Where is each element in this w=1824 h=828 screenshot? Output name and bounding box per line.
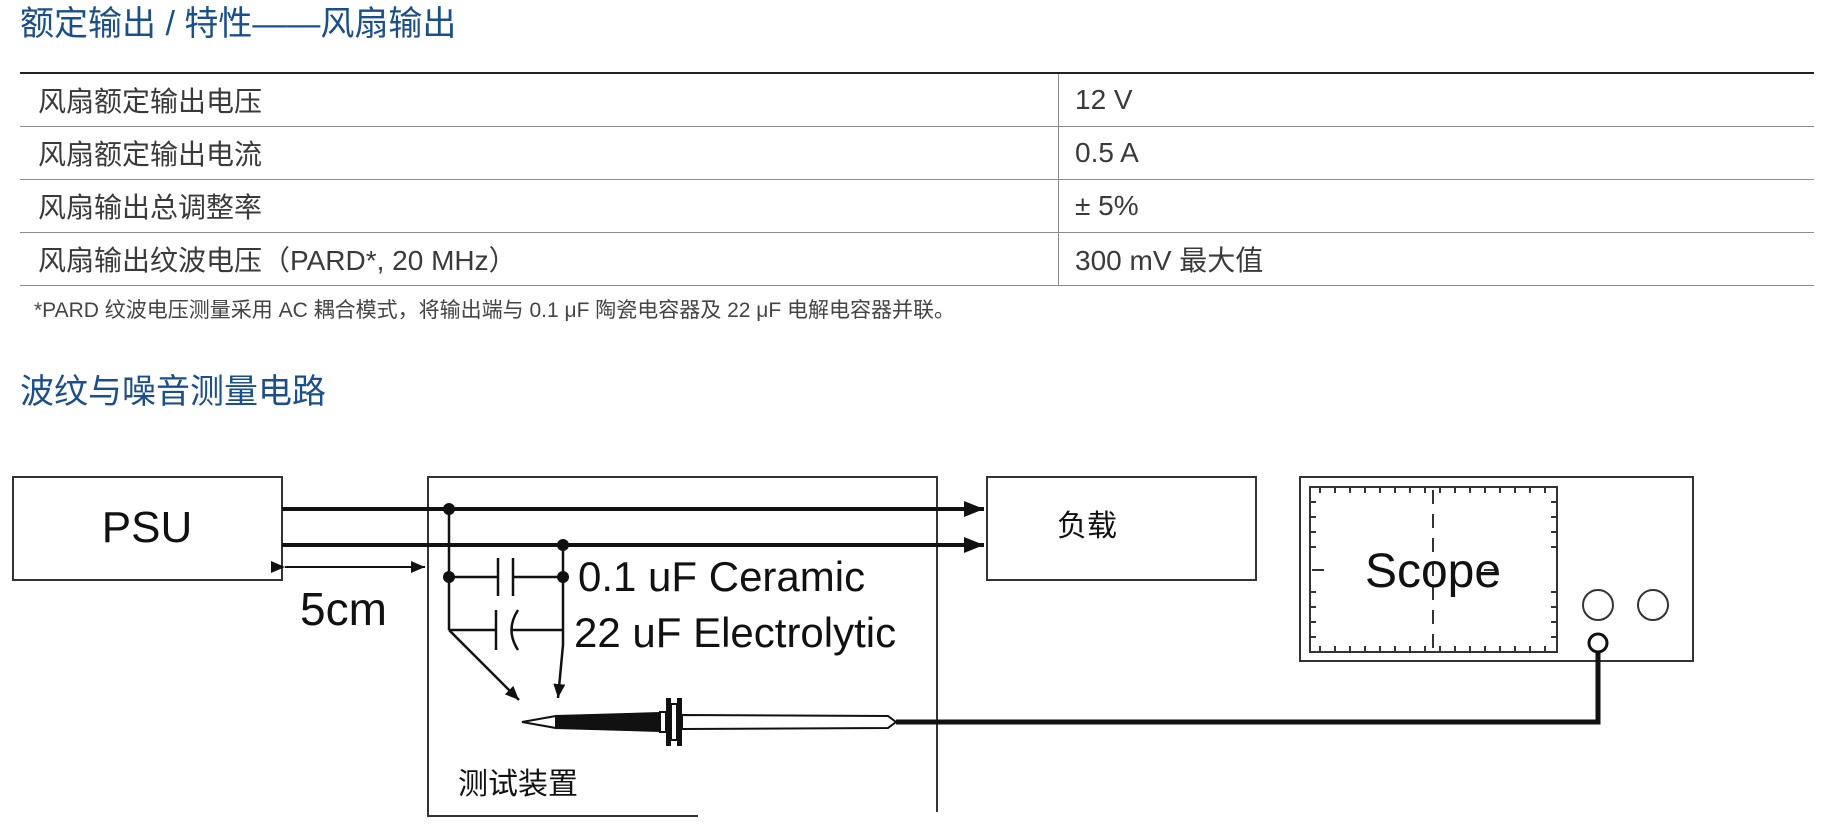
table-row: 风扇输出总调整率 ± 5% (20, 179, 1814, 233)
test-fixture-block: 测试装置 (427, 476, 938, 817)
ceramic-capacitor-label: 0.1 uF Ceramic (578, 553, 865, 600)
distance-label: 5cm (300, 583, 387, 635)
spec-label: 风扇额定输出电压 (20, 72, 1059, 127)
power-lines (282, 501, 984, 553)
spec-label: 风扇额定输出电流 (20, 126, 1059, 180)
spec-value: 0.5 A (1058, 126, 1814, 180)
scope-input-jack (1582, 589, 1614, 621)
psu-block: PSU (12, 476, 283, 581)
table-row: 风扇额定输出电压 12 V (20, 72, 1814, 127)
scope-input-jack (1637, 589, 1669, 621)
spec-value: ± 5% (1058, 179, 1814, 233)
section-title-output-specs: 额定输出 / 特性——风扇输出 (20, 5, 457, 43)
load-block: 负载 (986, 476, 1257, 581)
footnote: *PARD 纹波电压测量采用 AC 耦合模式，将输出端与 0.1 μF 陶瓷电容… (34, 299, 956, 322)
spec-label: 风扇输出纹波电压（PARD*, 20 MHz） (20, 232, 1059, 286)
spec-value: 300 mV 最大值 (1058, 232, 1814, 286)
spec-label: 风扇输出总调整率 (20, 179, 1059, 233)
capacitor-network (447, 509, 566, 701)
spec-table: 风扇额定输出电压 12 V 风扇额定输出电流 0.5 A 风扇输出总调整率 ± … (20, 72, 1814, 286)
probe-connector (1587, 632, 1609, 654)
scope-block: Scope (1299, 476, 1694, 662)
distance-marker: 5cm (271, 561, 425, 635)
scope-label: Scope (1365, 545, 1501, 598)
fixture-label: 测试装置 (458, 768, 578, 801)
section-title-circuit: 波纹与噪音测量电路 (20, 373, 326, 411)
table-row: 风扇输出纹波电压（PARD*, 20 MHz） 300 mV 最大值 (20, 232, 1814, 286)
load-label: 负载 (1057, 510, 1117, 543)
psu-label: PSU (102, 503, 192, 552)
table-row: 风扇额定输出电流 0.5 A (20, 126, 1814, 180)
electrolytic-capacitor-label: 22 uF Electrolytic (574, 609, 896, 656)
spec-value: 12 V (1058, 72, 1814, 127)
scope-probe (521, 652, 1601, 746)
ripple-noise-circuit-diagram: PSU 测试装置 负载 (12, 476, 1694, 817)
